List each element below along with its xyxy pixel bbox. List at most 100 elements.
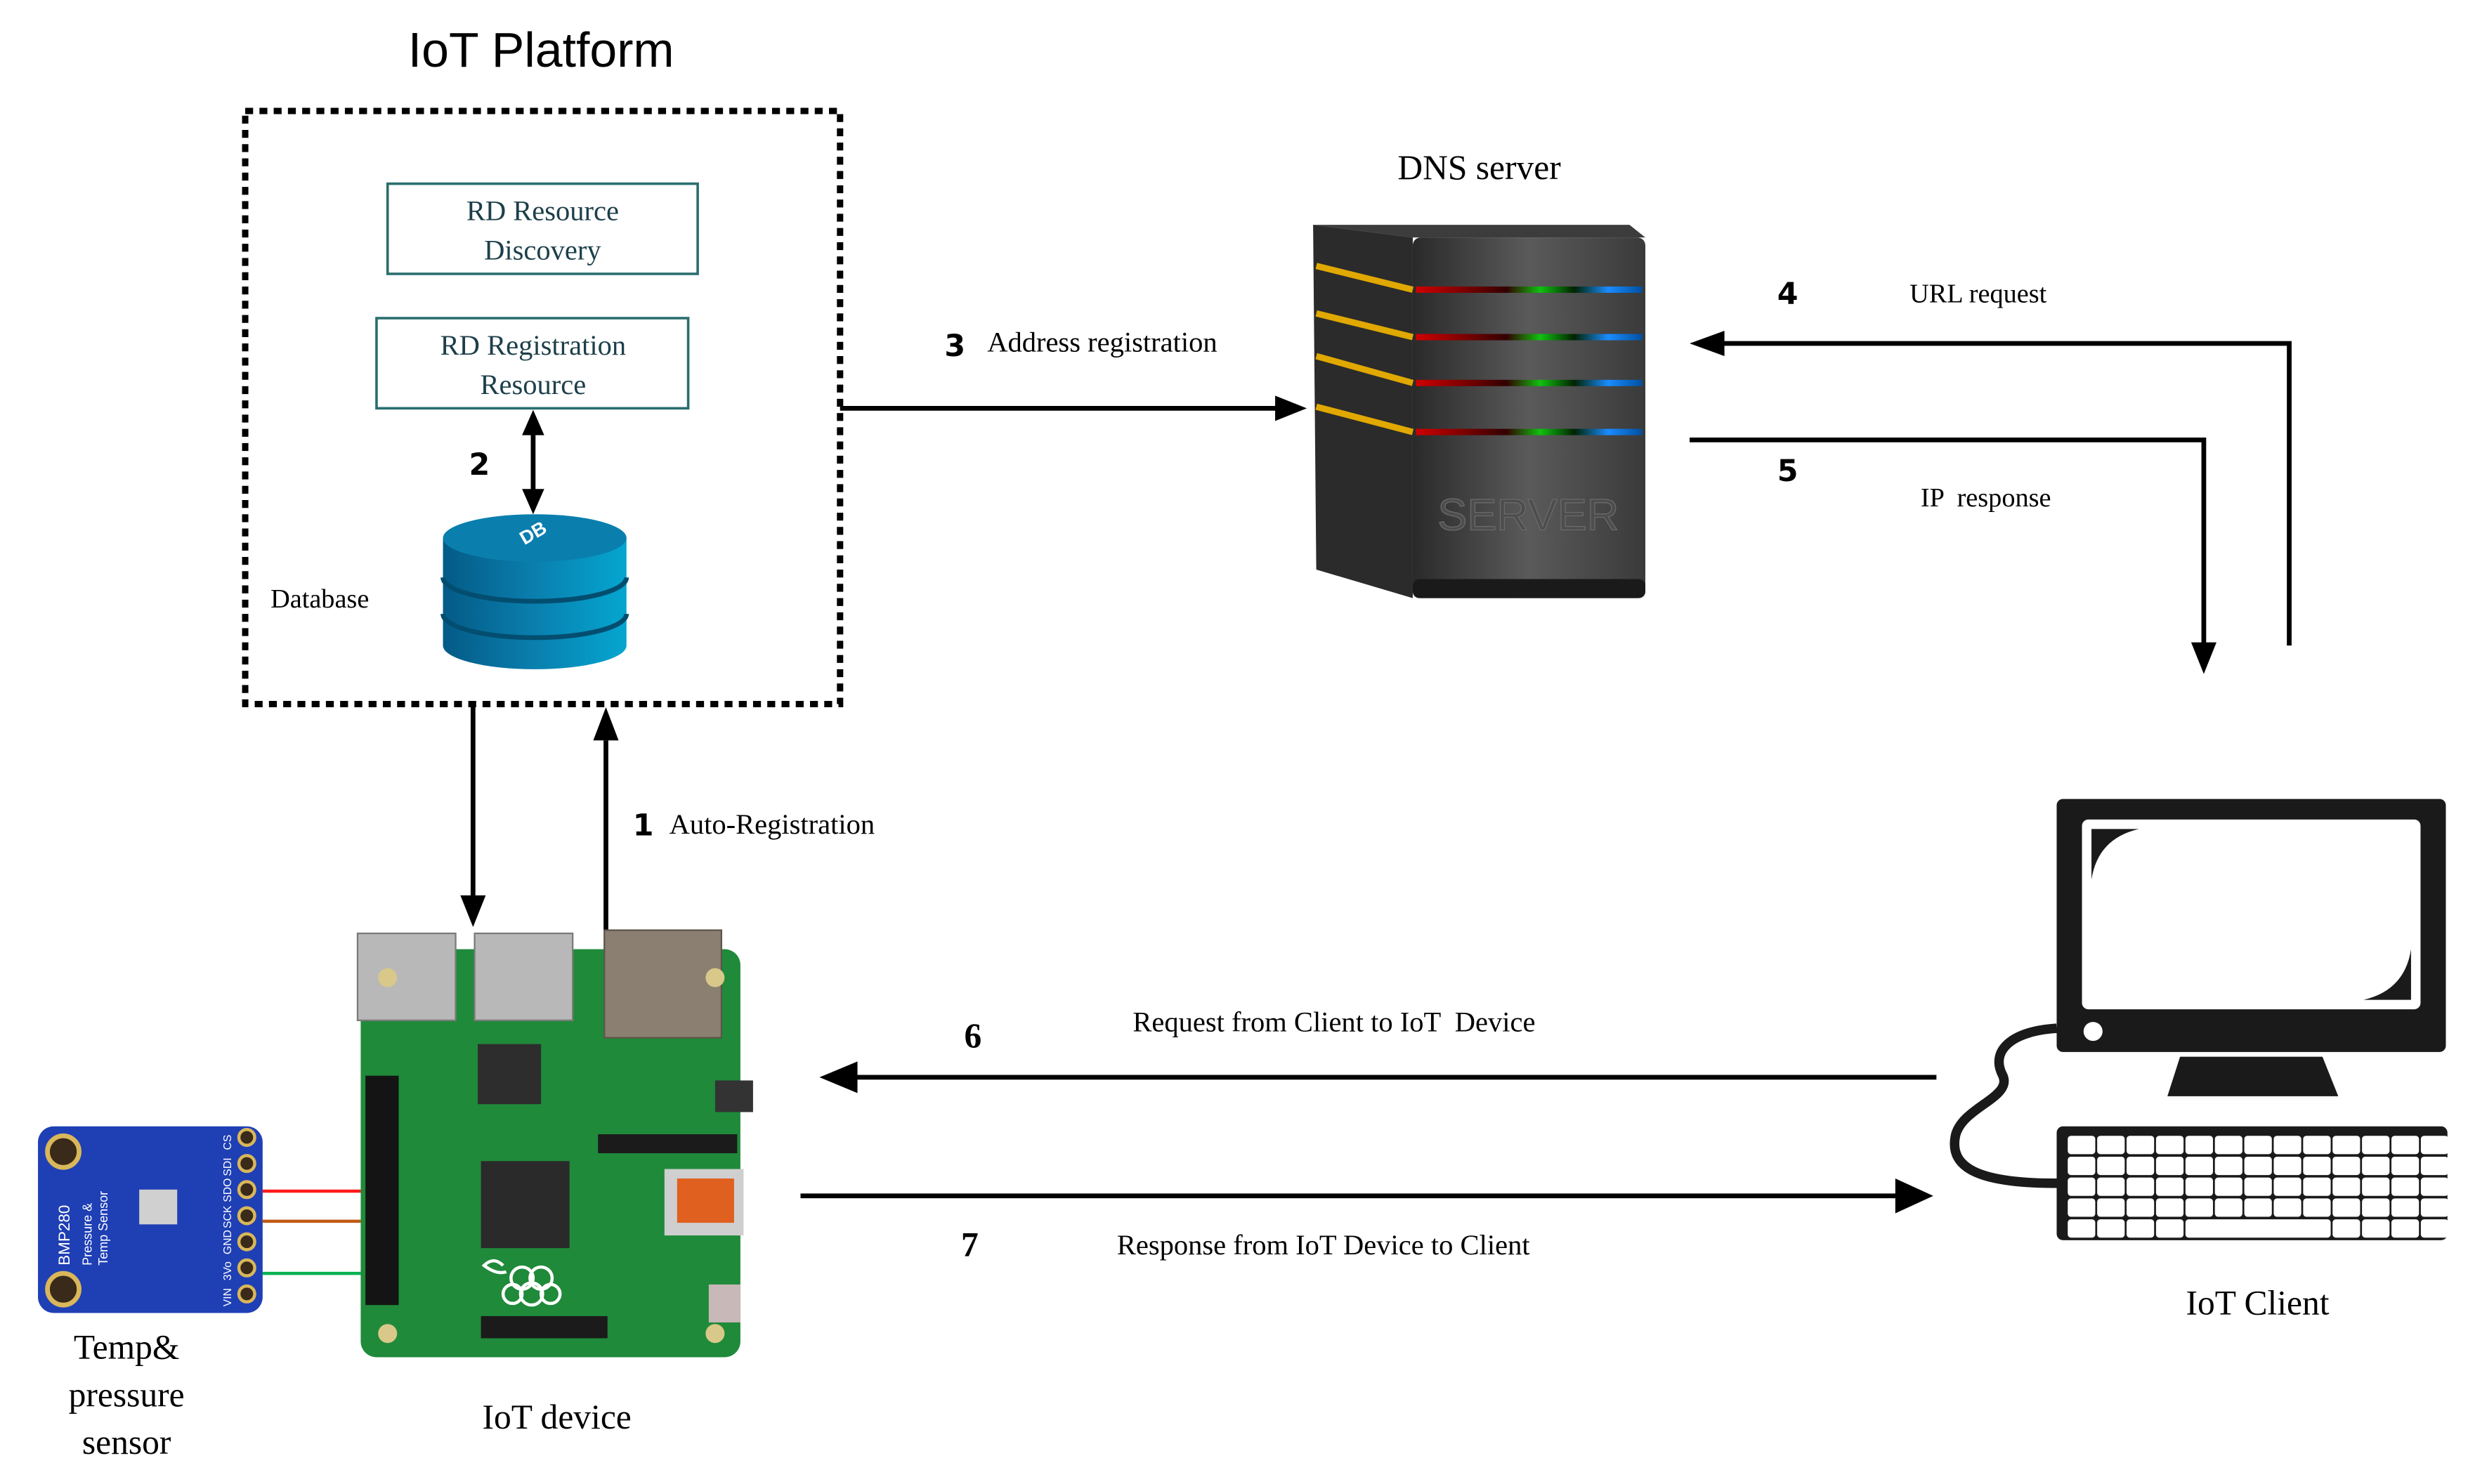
step-5-arrow [1690, 438, 2216, 674]
server-icon: SERVER [1313, 225, 1645, 598]
sensor-pin [237, 1180, 256, 1200]
sensor-board-sub1: Pressure & [81, 1203, 95, 1266]
keyboard-key [2068, 1177, 2096, 1196]
keyboard-key [2127, 1136, 2155, 1155]
monitor-screen [2082, 819, 2421, 1010]
computer-icon [1950, 799, 2449, 1240]
keyboard-key [2097, 1219, 2125, 1238]
sensor-pin [237, 1232, 256, 1252]
keyboard-key [2127, 1219, 2155, 1238]
micro-usb-port [708, 1284, 740, 1322]
step-5-label: IP response [1921, 483, 2051, 513]
sensor-pin [237, 1284, 256, 1304]
sensor-label-line3: sensor [82, 1423, 171, 1462]
sensor-pin-label: GND [222, 1230, 234, 1254]
keyboard-key [2420, 1136, 2449, 1155]
raspberry-logo [481, 1259, 562, 1307]
sensor-pin-label: SDO [222, 1178, 234, 1202]
sensor-pin [237, 1154, 256, 1174]
keyboard-key [2332, 1136, 2361, 1155]
keyboard-key [2155, 1177, 2184, 1196]
keyboard-key [2362, 1198, 2390, 1217]
keyboard-key [2185, 1156, 2213, 1176]
sensor-pin-label: CS [222, 1135, 234, 1150]
keyboard-key [2273, 1156, 2301, 1176]
keyboard-key [2097, 1177, 2125, 1196]
sensor-board-text: BMP280 [56, 1205, 73, 1266]
keyboard-key [2155, 1198, 2184, 1217]
keyboard-key [2214, 1177, 2242, 1196]
keyboard-key [2362, 1219, 2390, 1238]
keyboard-key [2391, 1198, 2420, 1217]
rd-discovery-line2: Discovery [484, 235, 601, 266]
camera-connector [598, 1134, 738, 1153]
keyboard-key [2214, 1136, 2242, 1155]
rd-discovery-line1: RD Resource [466, 195, 619, 226]
step-3-label: Address registration [987, 326, 1217, 357]
keyboard-key [2155, 1136, 2184, 1155]
sensor-pin-label: 3Vo [222, 1261, 234, 1280]
step-7-label: Response from IoT Device to Client [1117, 1229, 1530, 1261]
keyboard-key [2068, 1198, 2096, 1217]
keyboard-key [2332, 1156, 2361, 1176]
keyboard-key [2391, 1177, 2420, 1196]
step-5-number: 5 [1777, 454, 1798, 489]
keyboard-key [2332, 1198, 2361, 1217]
usb-hub-chip [478, 1044, 542, 1105]
platform-to-device-arrow [460, 704, 486, 927]
keyboard-key [2303, 1136, 2331, 1155]
dns-server-label: DNS server [1397, 148, 1561, 187]
keyboard-key [2127, 1156, 2155, 1176]
step-3-arrow [840, 395, 1307, 421]
keyboard-key [2127, 1198, 2155, 1217]
keyboard-key [2068, 1156, 2096, 1176]
keyboard-key [2155, 1156, 2184, 1176]
sensor-label-line1: Temp& [74, 1328, 180, 1367]
keyboard-key [2127, 1177, 2155, 1196]
step-2-number: 2 [469, 447, 490, 482]
keyboard-key [2214, 1156, 2242, 1176]
sensor-pin [237, 1127, 256, 1147]
keyboard-key [2362, 1177, 2390, 1196]
step-4-arrow [1690, 331, 2292, 646]
gpio-header [365, 1075, 399, 1306]
keyboard-key [2185, 1136, 2213, 1155]
keyboard-key [2362, 1136, 2390, 1155]
keyboard-key [2332, 1177, 2361, 1196]
cable [1950, 1023, 2057, 1188]
step-6-arrow [819, 1061, 1937, 1094]
usb-port-1 [356, 932, 457, 1021]
sensor-wires [262, 1189, 361, 1275]
keyboard-key [2303, 1177, 2331, 1196]
iot-device-label: IoT device [483, 1398, 632, 1436]
monitor-stand [2167, 1056, 2339, 1096]
step-1-arrow [593, 707, 619, 931]
step-7-arrow [800, 1178, 1933, 1214]
keyboard-key [2068, 1219, 2096, 1238]
step-6-label: Request from Client to IoT Device [1132, 1006, 1535, 1038]
keyboard-key [2097, 1156, 2125, 1176]
audio-jack [714, 1080, 753, 1112]
keyboard-key [2244, 1136, 2272, 1155]
server-embossed-text: SERVER [1437, 491, 1619, 540]
keyboard-key [2244, 1177, 2272, 1196]
iot-platform: IoT Platform RD Resource Discovery RD Re… [242, 22, 844, 707]
keyboard-key [2068, 1136, 2096, 1155]
keyboard-key [2391, 1156, 2420, 1176]
step-6-number: 6 [965, 1016, 982, 1055]
sensor-pin-label: SDI [222, 1157, 234, 1176]
step-4-label: URL request [1909, 279, 2047, 308]
rd-registration-line2: Resource [481, 369, 587, 400]
keyboard-key [2332, 1219, 2361, 1238]
step-7-number: 7 [961, 1225, 979, 1263]
rd-discovery-box: RD Resource Discovery [386, 182, 699, 275]
sensor-pin [237, 1258, 256, 1278]
usb-port-2 [474, 932, 574, 1021]
keyboard-key [2244, 1156, 2272, 1176]
platform-boundary [242, 107, 844, 707]
soc-chip [481, 1161, 570, 1249]
keyboard-key [2303, 1198, 2331, 1217]
keyboard-key [2185, 1198, 2213, 1217]
keyboard-key [2420, 1219, 2449, 1238]
